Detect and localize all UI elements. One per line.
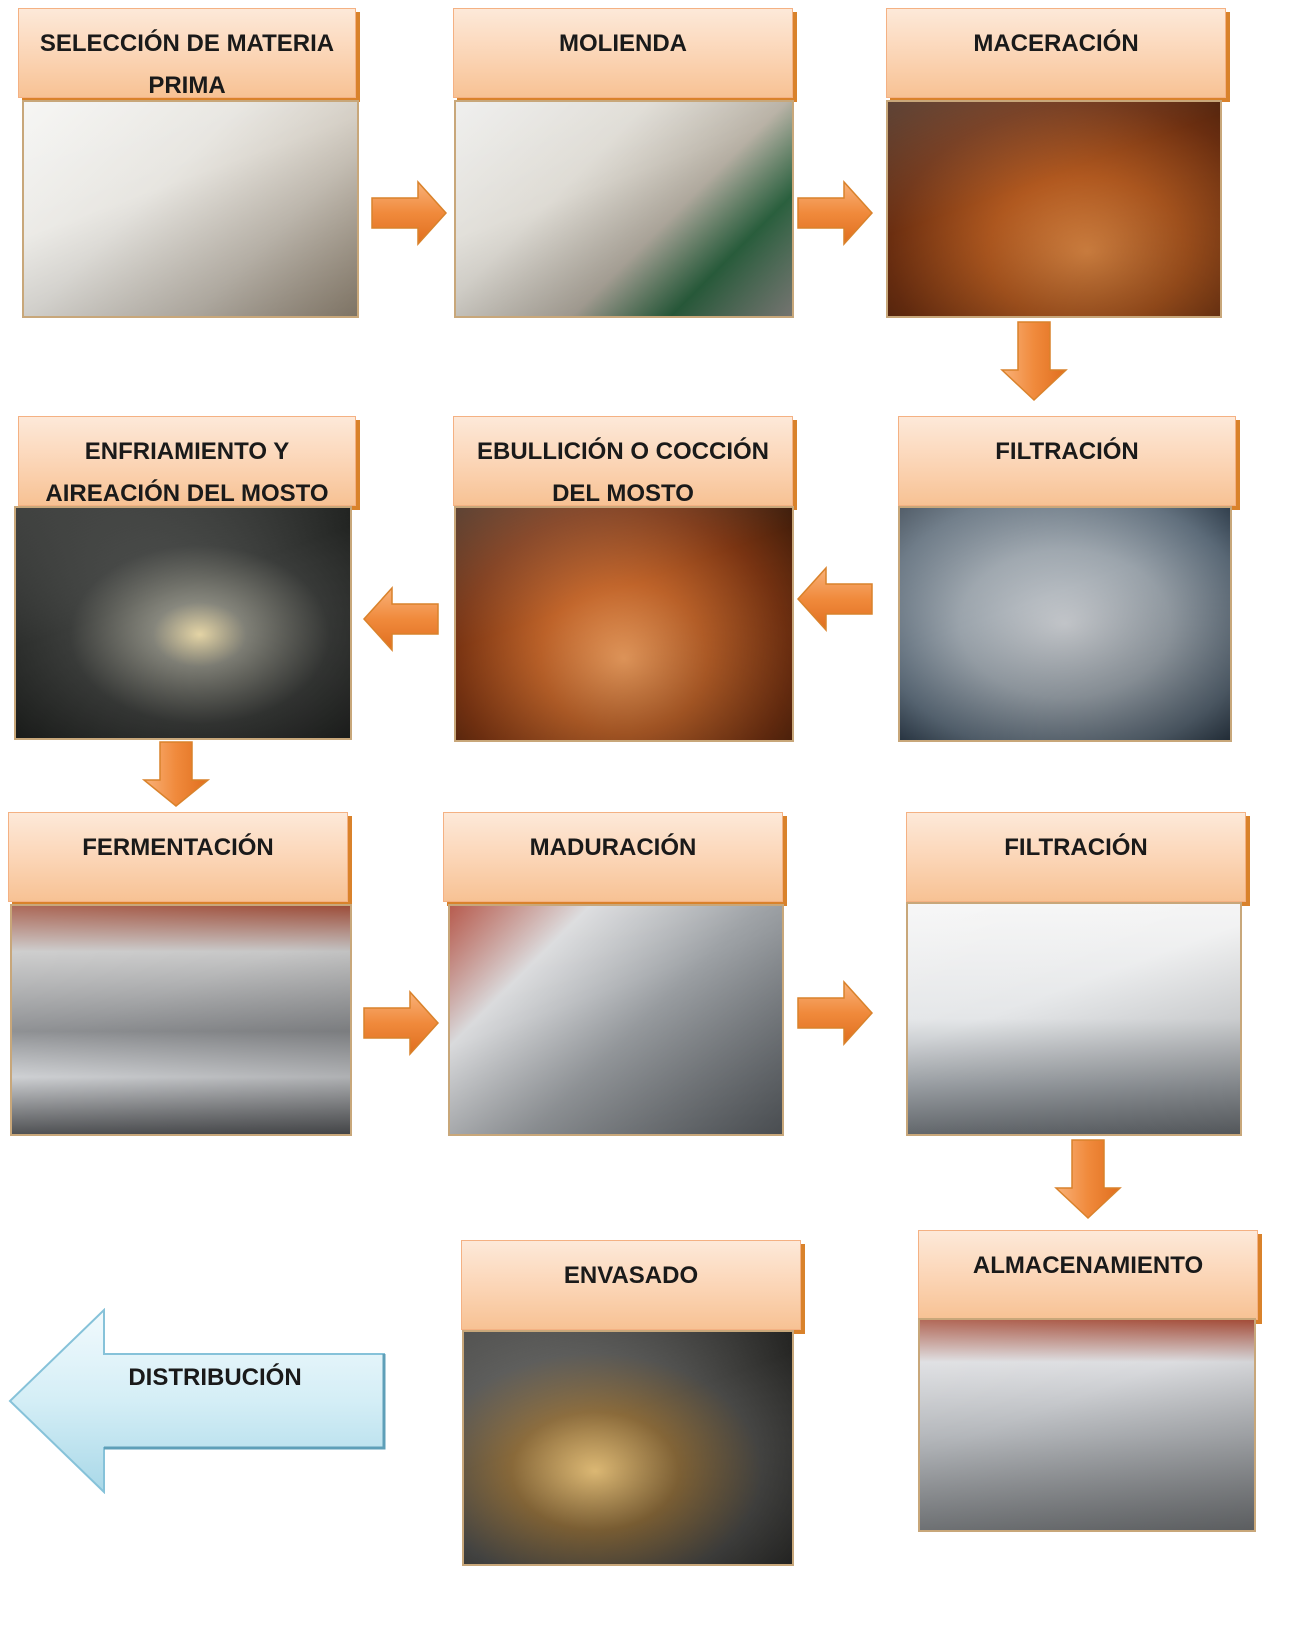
step-title-molienda: MOLIENDA (453, 8, 793, 98)
arrow-left-2 (796, 566, 874, 632)
photo-filtracion-2 (906, 902, 1242, 1136)
step-title-maduracion: MADURACIÓN (443, 812, 783, 902)
photo-envasado (462, 1330, 794, 1566)
arrow-down-2 (141, 741, 211, 808)
photo-ebullicion-coccion (454, 506, 794, 742)
step-title-filtracion-2: FILTRACIÓN (906, 812, 1246, 902)
photo-filtracion-1 (898, 506, 1232, 742)
step-title-maceracion: MACERACIÓN (886, 8, 1226, 98)
photo-fermentacion (10, 904, 352, 1136)
step-title-fermentacion: FERMENTACIÓN (8, 812, 348, 902)
arrow-right-2 (797, 180, 874, 246)
photo-enfriamiento-aireacion (14, 506, 352, 740)
arrow-right-4 (797, 980, 874, 1046)
arrow-left-1 (362, 586, 440, 652)
photo-seleccion-materia-prima (22, 100, 359, 318)
distribucion-arrow (8, 1307, 388, 1495)
step-title-enfriamiento: ENFRIAMIENTO Y AIREACIÓN DEL MOSTO (18, 416, 356, 507)
arrow-right-3 (363, 990, 440, 1056)
step-title-filtracion-1: FILTRACIÓN (898, 416, 1236, 506)
step-title-seleccion: SELECCIÓN DE MATERIA PRIMA (18, 8, 356, 99)
step-title-envasado: ENVASADO (461, 1240, 801, 1330)
photo-maceracion (886, 100, 1222, 318)
step-title-ebullicion: EBULLICIÓN O COCCIÓN DEL MOSTO (453, 416, 793, 507)
arrow-down-1 (1000, 321, 1068, 402)
photo-almacenamiento (918, 1318, 1256, 1532)
arrow-down-3 (1054, 1139, 1122, 1220)
photo-maduracion (448, 904, 784, 1136)
step-title-almacenamiento: ALMACENAMIENTO (918, 1230, 1258, 1320)
arrow-right-1 (371, 180, 448, 246)
photo-molienda (454, 100, 794, 318)
step-title-distribucion: DISTRIBUCIÓN (128, 1364, 302, 1391)
